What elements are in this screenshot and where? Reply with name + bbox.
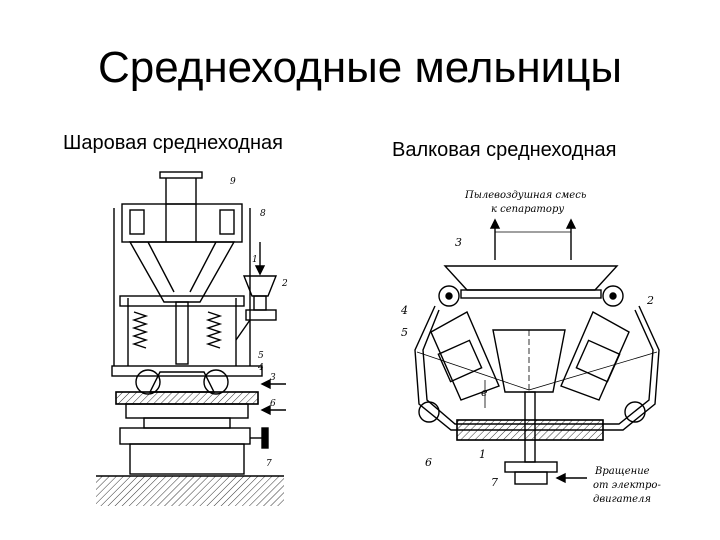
callout-5: 5 — [401, 326, 408, 339]
callout-8: 8 — [260, 209, 266, 219]
ball-mill-heading: Шаровая среднеходная — [63, 132, 283, 154]
slide-title: Среднеходные мельницы — [97, 43, 623, 92]
callout-1: 1 — [252, 255, 258, 265]
flow-label-line2: к сепаратору — [491, 204, 564, 215]
drive-label-line3: двигателя — [593, 494, 651, 505]
callout-7: 7 — [266, 459, 272, 469]
callout-4: 4 — [400, 304, 408, 317]
drive-label-line1: Вращение — [594, 466, 650, 477]
callout-4: 4 — [257, 363, 264, 373]
callout-9: 9 — [230, 177, 236, 187]
callout-7: 7 — [491, 476, 498, 489]
callout-1: 1 — [479, 448, 486, 461]
callout-3: 3 — [270, 373, 276, 383]
callout-2: 2 — [646, 294, 654, 307]
flow-label-line1: Пылевоздушная смесь — [464, 190, 586, 201]
callout-5: 5 — [258, 351, 264, 361]
callout-6: 6 — [425, 456, 432, 469]
callout-2: 2 — [281, 279, 288, 289]
callout-6: 6 — [270, 399, 276, 409]
drive-label-line2: от электро- — [593, 480, 661, 491]
roller-mill-heading: Валковая среднеходная — [392, 139, 617, 161]
roller-mill-drawing: Пылевоздушная смесь к сепаратору — [400, 190, 661, 505]
gap-label: e — [481, 386, 488, 399]
callout-3: 3 — [455, 236, 462, 249]
ball-mill-drawing: 9 8 1 2 5 4 3 6 7 — [96, 171, 288, 506]
